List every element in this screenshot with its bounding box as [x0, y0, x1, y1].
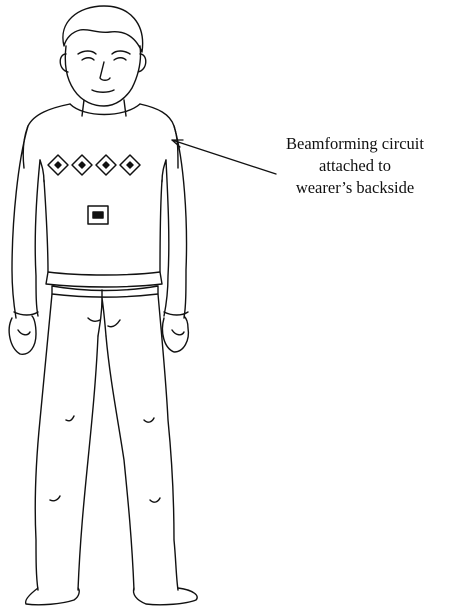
left-hand [9, 316, 36, 354]
left-eye [82, 58, 94, 60]
annotation-line-2: attached to [262, 155, 448, 177]
antenna-element [120, 155, 140, 175]
left-leg [35, 294, 98, 590]
left-shoe [26, 588, 80, 605]
mouth [92, 90, 114, 92]
right-shoe [134, 588, 198, 605]
right-arm [164, 126, 187, 318]
shoes [26, 588, 198, 605]
nose [100, 62, 110, 80]
person-head [60, 6, 146, 106]
annotation-line-3: wearer’s backside [262, 177, 448, 199]
antenna-element [72, 155, 92, 175]
sweater-hem [46, 272, 162, 287]
antenna-element [48, 155, 68, 175]
annotation-label: Beamforming circuit attached to wearer’s… [262, 133, 448, 199]
annotation-arrow [172, 140, 276, 174]
right-eyebrow [112, 51, 130, 54]
antenna-element [96, 155, 116, 175]
right-hand [162, 316, 188, 352]
circuit-module [88, 206, 108, 224]
right-leg [106, 294, 178, 590]
annotation-line-1: Beamforming circuit [262, 133, 448, 155]
face-outline [65, 46, 140, 106]
jeans-wrinkles [50, 318, 160, 502]
jeans-fly [98, 298, 106, 336]
right-eye [114, 58, 126, 60]
antenna-array [48, 155, 140, 175]
left-cuff [14, 312, 38, 315]
left-arm [12, 126, 40, 318]
sweater [23, 104, 178, 287]
jeans [35, 286, 178, 590]
left-eyebrow [78, 51, 96, 54]
sweater-body [23, 104, 178, 272]
hair [63, 6, 143, 52]
